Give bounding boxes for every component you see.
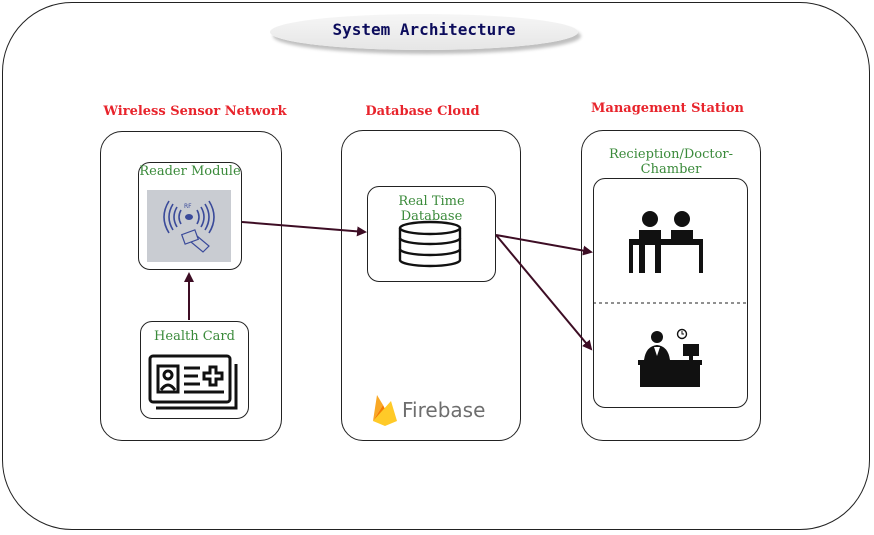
db-to-reception-arrow xyxy=(495,234,593,256)
rf-tag-text: RF xyxy=(184,203,192,210)
firebase-flame-icon xyxy=(373,395,397,426)
section-title-station: Management Station xyxy=(591,101,744,116)
reader-to-db-arrow xyxy=(241,221,367,237)
doctor-desk-icon xyxy=(638,328,702,387)
cloud-box xyxy=(341,130,521,441)
health-card-icon xyxy=(148,354,238,410)
section-title-wsn: Wireless Sensor Network xyxy=(103,104,287,119)
reception-people-icon xyxy=(629,211,703,273)
section-title-cloud: Database Cloud xyxy=(365,104,480,119)
health-card-label: Health Card xyxy=(154,329,235,344)
title-ellipse xyxy=(270,14,578,50)
firebase-wordmark: Firebase xyxy=(402,398,486,422)
db-to-doctor-arrow xyxy=(495,234,593,351)
database-icon xyxy=(398,220,462,268)
rfid-reader-icon: RF xyxy=(147,190,231,262)
reception-doctor-label: Recieption/Doctor-Chamber xyxy=(608,147,734,177)
diagram-title: System Architecture xyxy=(332,20,516,39)
reader-module-label: Reader Module xyxy=(139,164,241,179)
realtime-db-label: Real Time Database xyxy=(398,194,465,224)
